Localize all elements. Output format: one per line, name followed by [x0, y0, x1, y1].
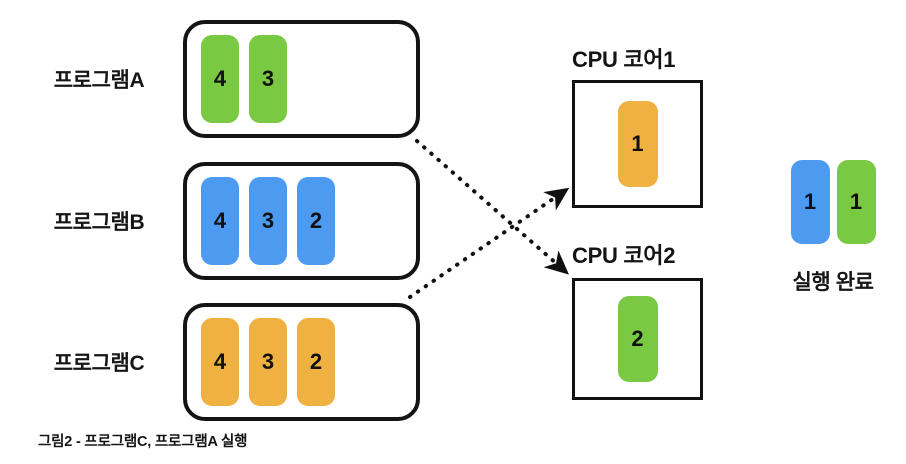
figure-caption: 그림2 - 프로그램C, 프로그램A 실행 [38, 434, 248, 450]
task-block: 3 [249, 318, 287, 406]
program-label: 프로그램B [53, 211, 145, 234]
cpu-core-title: CPU 코어2 [572, 243, 676, 268]
program-a-to-cpu-core-2-arrow [415, 139, 570, 275]
task-block: 4 [201, 318, 239, 406]
task-block: 3 [249, 35, 287, 123]
completed-task-block: 1 [836, 160, 876, 244]
cpu-core-task-block: 1 [617, 101, 658, 187]
task-block: 4 [201, 35, 239, 123]
cpu-core-box: 2 [572, 278, 703, 400]
task-block: 4 [201, 177, 239, 265]
program-c-to-cpu-core-1-arrow [408, 187, 570, 299]
task-block: 3 [249, 177, 287, 265]
task-block: 2 [297, 177, 335, 265]
program-label: 프로그램C [53, 352, 145, 375]
cpu-core-box: 1 [572, 80, 703, 208]
completed-task-block: 1 [790, 160, 830, 244]
task-block: 2 [297, 318, 335, 406]
cpu-core-title: CPU 코어1 [572, 47, 676, 72]
completed-label: 실행 완료 [792, 271, 874, 294]
program-label: 프로그램A [53, 69, 145, 92]
cpu-core-task-block: 2 [617, 296, 658, 382]
